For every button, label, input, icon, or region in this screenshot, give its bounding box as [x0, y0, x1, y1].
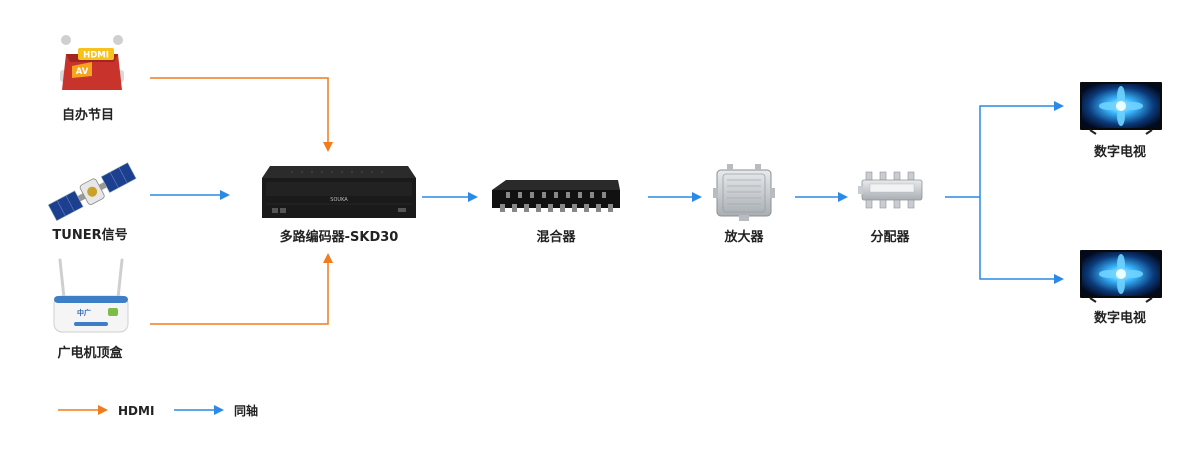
tv-bottom-label: 数字电视 — [1093, 311, 1147, 326]
coax-line-splitter-tv-bottom — [979, 197, 1064, 284]
self-program-label: 自办节目 — [61, 108, 115, 123]
self-program-icon: HDMI AV — [60, 35, 124, 90]
settop-brand: 中广 — [77, 308, 91, 317]
tuner-label: TUNER信号 — [52, 228, 128, 243]
self-program-badge-av: AV — [76, 67, 89, 77]
tv-top-label: 数字电视 — [1093, 145, 1147, 160]
legend-coax-label: 同轴 — [234, 403, 258, 418]
encoder-brand: SOUKA — [330, 197, 348, 203]
encoder-label: 多路编码器-SKD30 — [279, 230, 399, 245]
tv-top-icon — [1080, 82, 1162, 135]
settop-label: 广电机顶盒 — [57, 346, 123, 361]
coax-line-splitter-tv-top — [979, 101, 1064, 197]
legend-hdmi-label: HDMI — [118, 404, 154, 418]
satellite-icon — [47, 162, 137, 222]
amplifier-icon — [713, 164, 775, 221]
mixer-icon — [492, 180, 620, 212]
splitter-icon — [858, 171, 923, 209]
encoder-icon: SOUKA — [262, 166, 416, 218]
mixer-label: 混合器 — [536, 230, 576, 245]
self-program-badge-hdmi: HDMI — [83, 51, 109, 61]
hdmi-line-settop — [150, 253, 333, 325]
hdmi-line-self-program — [150, 77, 333, 152]
tv-bottom-icon — [1080, 250, 1162, 303]
settop-box-icon: 中广 — [53, 258, 129, 333]
legend: HDMI 同轴 — [58, 403, 258, 418]
splitter-label: 分配器 — [870, 230, 910, 245]
amplifier-label: 放大器 — [724, 230, 764, 245]
